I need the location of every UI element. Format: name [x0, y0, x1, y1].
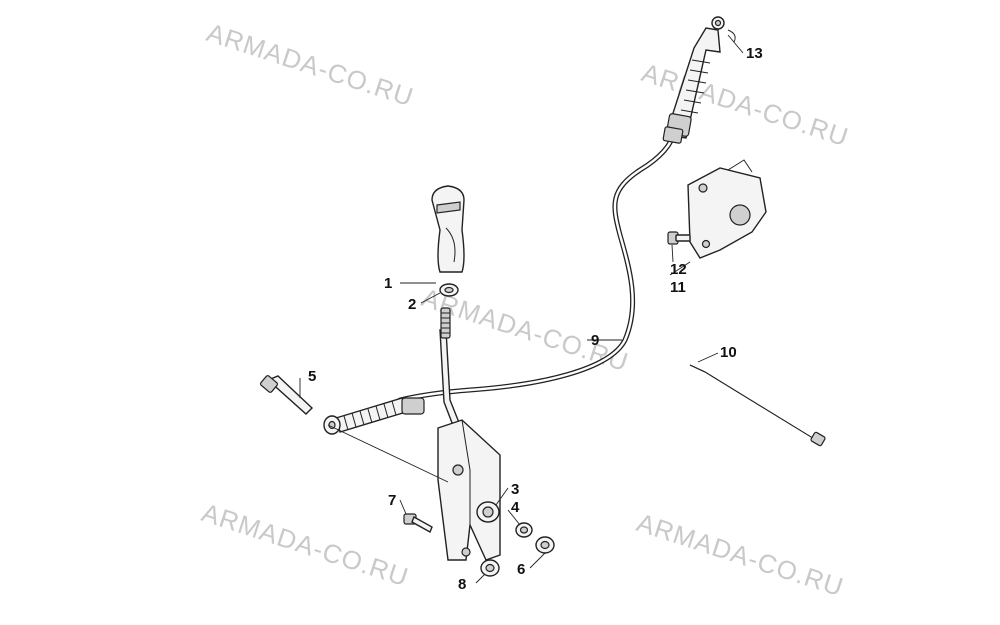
callout-2: 2 — [408, 296, 416, 313]
callout-1: 1 — [384, 275, 392, 292]
shift-knob — [431, 185, 465, 273]
callout-3: 3 — [511, 481, 519, 498]
bolt-7 — [403, 513, 433, 533]
callout-12: 12 — [670, 261, 687, 278]
cable-tie — [689, 364, 826, 447]
cable-bracket — [687, 159, 767, 259]
shift-cable — [323, 27, 721, 435]
bolt-5 — [259, 375, 314, 415]
jam-nut — [439, 283, 459, 297]
callout-13: 13 — [746, 45, 763, 62]
callouts: 1 2 3 4 5 6 7 8 9 10 11 12 13 — [308, 45, 763, 593]
callout-9: 9 — [591, 332, 599, 349]
callout-10: 10 — [720, 344, 737, 361]
bushing-4 — [515, 522, 533, 538]
cable-end-clip — [711, 16, 736, 43]
callout-11: 11 — [670, 279, 686, 296]
callout-4: 4 — [511, 499, 520, 516]
watermark: ARMADA-CO.RU — [203, 17, 417, 112]
nut-8 — [480, 559, 500, 577]
screw-12 — [667, 231, 691, 245]
callout-5: 5 — [308, 368, 316, 385]
watermark: ARMADA-CO.RU — [633, 507, 847, 602]
callout-6: 6 — [517, 561, 525, 578]
watermark: ARMADA-CO.RU — [198, 497, 412, 592]
callout-8: 8 — [458, 576, 466, 593]
leader-lines — [299, 34, 744, 584]
nut-6 — [535, 536, 555, 554]
shift-lever — [437, 307, 501, 561]
callout-7: 7 — [388, 492, 396, 509]
